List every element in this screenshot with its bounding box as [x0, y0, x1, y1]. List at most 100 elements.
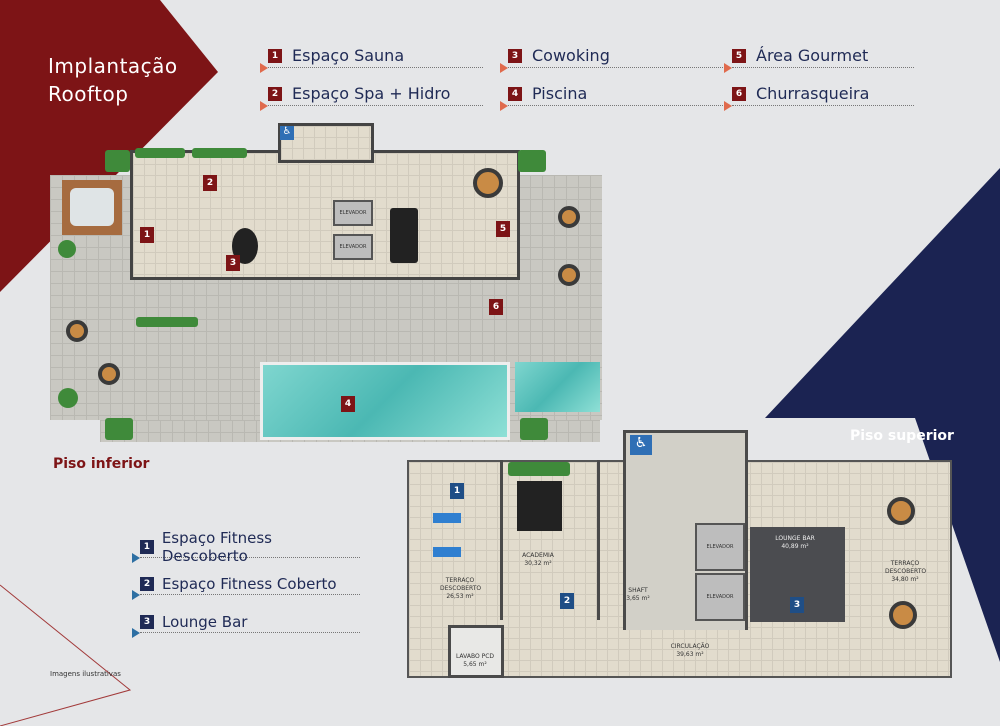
legend-item-lounge-bar: 3 Lounge Bar: [132, 611, 360, 638]
pool: [260, 362, 510, 440]
pointer-icon: [132, 553, 140, 563]
dining-table: [98, 363, 120, 385]
planter: [192, 148, 247, 158]
room-name: ACADEMIA: [522, 552, 554, 559]
room-area: 40,89 m²: [781, 543, 809, 550]
indoor-block: [130, 150, 520, 280]
gourmet-table: [473, 168, 503, 198]
pointer-icon: [724, 101, 732, 111]
legend-item-fitness-coberto: 2 Espaço Fitness Coberto: [132, 573, 360, 600]
pointer-icon: [132, 628, 140, 638]
plan-title-lower: Piso inferior: [53, 456, 150, 472]
elevator-label: ELEVADOR: [339, 210, 367, 216]
elevator-label: ELEVADOR: [339, 244, 367, 250]
title-line-1: Implantação: [48, 54, 178, 78]
room-area: 39,63 m²: [676, 651, 704, 658]
title-line-2: Rooftop: [48, 82, 129, 106]
legend-number: 1: [140, 539, 154, 554]
legend-number: 2: [268, 86, 282, 101]
legend-label: Churrasqueira: [756, 84, 870, 103]
marker-5: 5: [496, 221, 510, 237]
room-name: CIRCULAÇÃO: [670, 643, 710, 650]
elevator: ELEVADOR: [333, 234, 373, 260]
legend-number: 3: [140, 614, 154, 629]
pool-table: [390, 208, 418, 263]
legend-item-cowoking: 3 Cowoking: [500, 44, 723, 73]
legend-label: Espaço Fitness Descoberto: [161, 528, 272, 565]
wall: [500, 460, 600, 620]
legend-number: 3: [508, 48, 522, 63]
dining-table: [558, 264, 580, 286]
planter: [135, 148, 185, 158]
planter: [518, 150, 546, 172]
dining-table: [889, 601, 917, 629]
lavabo-room: [448, 625, 504, 678]
room-name: LOUNGE BAR: [775, 535, 815, 542]
elevator-label: ELEVADOR: [706, 594, 734, 600]
legend-number: 2: [140, 576, 154, 591]
room-name: TERRAÇO DESCOBERTO: [440, 577, 482, 592]
pointer-icon: [260, 63, 268, 73]
pointer-icon: [132, 590, 140, 600]
treadmills: [517, 481, 562, 531]
pointer-icon: [500, 101, 508, 111]
legend-label: Cowoking: [532, 46, 610, 65]
marker-2: 2: [560, 593, 574, 609]
shrub: [58, 240, 76, 258]
decorative-line: [0, 584, 132, 726]
legend-item-gourmet: 5 Área Gourmet: [724, 44, 914, 73]
legend-number: 6: [732, 86, 746, 101]
legend-number: 1: [268, 48, 282, 63]
legend-label: Piscina: [532, 84, 588, 103]
legend-label: Lounge Bar: [162, 612, 248, 631]
room-area: 26,53 m²: [446, 593, 474, 600]
room-area: 3,65 m²: [626, 595, 650, 602]
dining-table: [558, 206, 580, 228]
accessibility-icon: ♿: [280, 126, 294, 140]
marker-1: 1: [140, 227, 154, 243]
elevator: ELEVADOR: [695, 523, 745, 571]
marker-4: 4: [341, 396, 355, 412]
legend-label: Espaço Spa + Hidro: [292, 84, 451, 103]
yoga-mat: [433, 513, 461, 523]
floor-plan-lower: ELEVADOR ELEVADOR ♿ 1 2 3 4 5 6: [50, 120, 602, 442]
legend-number: 5: [732, 48, 746, 63]
planter: [520, 418, 548, 440]
elevator: ELEVADOR: [695, 573, 745, 621]
legend-item-spa: 2 Espaço Spa + Hidro: [260, 82, 483, 111]
legend-label: Área Gourmet: [756, 46, 869, 65]
room-name: SHAFT: [628, 587, 648, 594]
room-name: LAVABO PCD: [455, 653, 495, 660]
pool-extension: [515, 362, 600, 412]
legend-label: Espaço Fitness Coberto: [162, 574, 337, 593]
accessibility-icon: ♿: [630, 435, 652, 455]
elevator: ELEVADOR: [333, 200, 373, 226]
pointer-icon: [500, 63, 508, 73]
legend-item-piscina: 4 Piscina: [500, 82, 723, 111]
marker-1: 1: [450, 483, 464, 499]
plan-title-upper: Piso superior: [850, 428, 954, 444]
planter: [136, 317, 198, 327]
legend-item-fitness-descoberto: 1 Espaço Fitness Descoberto: [132, 529, 360, 565]
elevator-label: ELEVADOR: [706, 544, 734, 550]
legend-number: 4: [508, 86, 522, 101]
shrub: [58, 388, 78, 408]
planter: [508, 462, 570, 476]
planter: [105, 150, 130, 172]
pointer-icon: [724, 63, 732, 73]
marker-2: 2: [203, 175, 217, 191]
room-area: 34,80 m²: [891, 576, 919, 583]
page-title: Implantação Rooftop: [48, 52, 178, 108]
marker-3: 3: [790, 597, 804, 613]
stair-block: [278, 123, 374, 163]
room-area: 30,32 m²: [524, 560, 552, 567]
room-name: TERRAÇO DESCOBERTO: [885, 560, 927, 575]
marker-6: 6: [489, 299, 503, 315]
